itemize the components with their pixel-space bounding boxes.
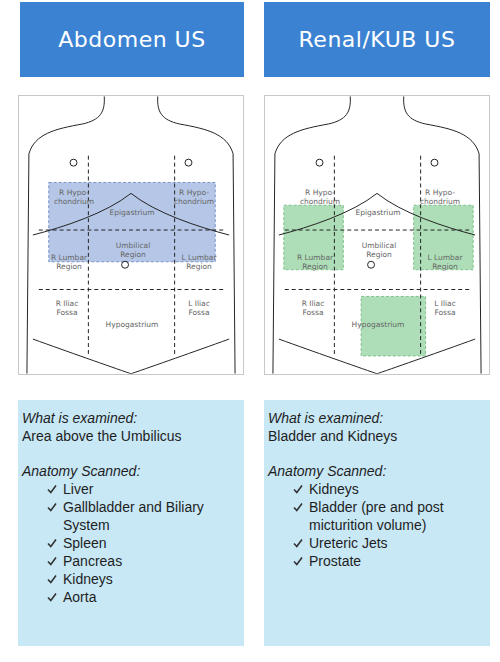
torso-figure xyxy=(265,96,489,374)
check-stroke xyxy=(294,540,302,547)
header-title: Abdomen US xyxy=(58,27,205,52)
item-text: Gallbladder and Biliary System xyxy=(63,499,204,533)
check-stroke xyxy=(48,504,56,511)
region-label: L Lumbar Region xyxy=(177,253,221,271)
check-mark xyxy=(47,484,57,494)
item-text: Ureteric Jets xyxy=(309,535,388,551)
check-mark xyxy=(47,574,57,584)
header-box: Renal/KUB US xyxy=(264,2,490,77)
item-text: What is examined: xyxy=(22,410,137,426)
checklist-item: Prostate xyxy=(268,552,482,570)
item-text: Area above the Umbilicus xyxy=(22,428,182,444)
region-label: Umbilical Region xyxy=(109,241,157,259)
checklist-item: Spleen xyxy=(22,534,236,552)
checklist-item: Gallbladder and Biliary System xyxy=(22,498,236,534)
header-box: Abdomen US xyxy=(20,2,244,77)
item-text: Liver xyxy=(63,481,93,497)
section-heading: Anatomy Scanned: xyxy=(22,462,236,480)
info-box: What is examined: Area above the Umbilicu… xyxy=(18,400,244,646)
section-heading: What is examined: xyxy=(268,409,482,427)
item-text: Pancreas xyxy=(63,553,122,569)
section-heading: Anatomy Scanned: xyxy=(268,462,482,480)
checklist-item: Pancreas xyxy=(22,552,236,570)
section-heading: What is examined: xyxy=(22,409,236,427)
check-stroke xyxy=(48,540,56,547)
item-text: Aorta xyxy=(63,589,96,605)
region-label: L Iliac Fossa xyxy=(181,299,217,317)
region-label: L Lumbar Region xyxy=(423,253,467,271)
item-text: Abdomen US xyxy=(58,27,205,52)
region-label: R Iliac Fossa xyxy=(49,299,85,317)
item-text: Prostate xyxy=(309,553,361,569)
check-mark xyxy=(47,502,57,512)
region-label: R Hypo- chondrium xyxy=(297,188,343,206)
check-stroke xyxy=(48,594,56,601)
checklist-item: Bladder (pre and post micturition volume… xyxy=(268,498,482,534)
checklist-item: Liver xyxy=(22,480,236,498)
region-label: Hypogastrium xyxy=(345,320,411,329)
item-text: Anatomy Scanned: xyxy=(268,463,386,479)
region-label: Umbilical Region xyxy=(355,241,403,259)
torso-figure xyxy=(19,96,243,374)
item-text: Renal/KUB US xyxy=(299,27,456,52)
region-label: R Iliac Fossa xyxy=(295,299,331,317)
section-text: Area above the Umbilicus xyxy=(22,427,236,445)
checklist-item: Ureteric Jets xyxy=(268,534,482,552)
check-mark xyxy=(47,592,57,602)
check-mark xyxy=(293,538,303,548)
item-text: Kidneys xyxy=(63,571,113,587)
region-label: R Lumbar Region xyxy=(293,253,337,271)
item-text: Bladder (pre and post micturition volume… xyxy=(309,499,444,533)
checklist-item: Kidneys xyxy=(22,570,236,588)
check-stroke xyxy=(48,486,56,493)
region-label: R Hypo- chondrium xyxy=(417,188,463,206)
region-label: Epigastrium xyxy=(343,208,413,217)
info-box: What is examined: Bladder and KidneysAnat… xyxy=(264,400,490,646)
region-label: L Iliac Fossa xyxy=(427,299,463,317)
figure-frame: R Hypo- chondriumEpigastriumR Hypo- chon… xyxy=(18,95,244,375)
region-label: R Lumbar Region xyxy=(47,253,91,271)
item-text: Bladder and Kidneys xyxy=(268,428,397,444)
header-title: Renal/KUB US xyxy=(299,27,456,52)
check-mark xyxy=(293,556,303,566)
check-mark xyxy=(293,502,303,512)
checklist-item: Aorta xyxy=(22,588,236,606)
item-text: What is examined: xyxy=(268,410,383,426)
region-label: R Hypo- chondrium xyxy=(51,188,97,206)
item-text: Anatomy Scanned: xyxy=(22,463,140,479)
item-text: Spleen xyxy=(63,535,107,551)
item-text: Kidneys xyxy=(309,481,359,497)
check-stroke xyxy=(294,486,302,493)
torso-outline xyxy=(273,96,481,374)
torso-outline xyxy=(27,96,235,374)
section-text: Bladder and Kidneys xyxy=(268,427,482,445)
checklist-item: Kidneys xyxy=(268,480,482,498)
check-mark xyxy=(47,556,57,566)
check-stroke xyxy=(294,504,302,511)
check-stroke xyxy=(294,558,302,565)
figure-frame: R Hypo- chondriumEpigastriumR Hypo- chon… xyxy=(264,95,490,375)
check-stroke xyxy=(48,576,56,583)
region-label: R Hypo- chondrium xyxy=(171,188,217,206)
region-label: Hypogastrium xyxy=(99,320,165,329)
check-mark xyxy=(47,538,57,548)
region-label: Epigastrium xyxy=(97,208,167,217)
check-stroke xyxy=(48,558,56,565)
check-mark xyxy=(293,484,303,494)
